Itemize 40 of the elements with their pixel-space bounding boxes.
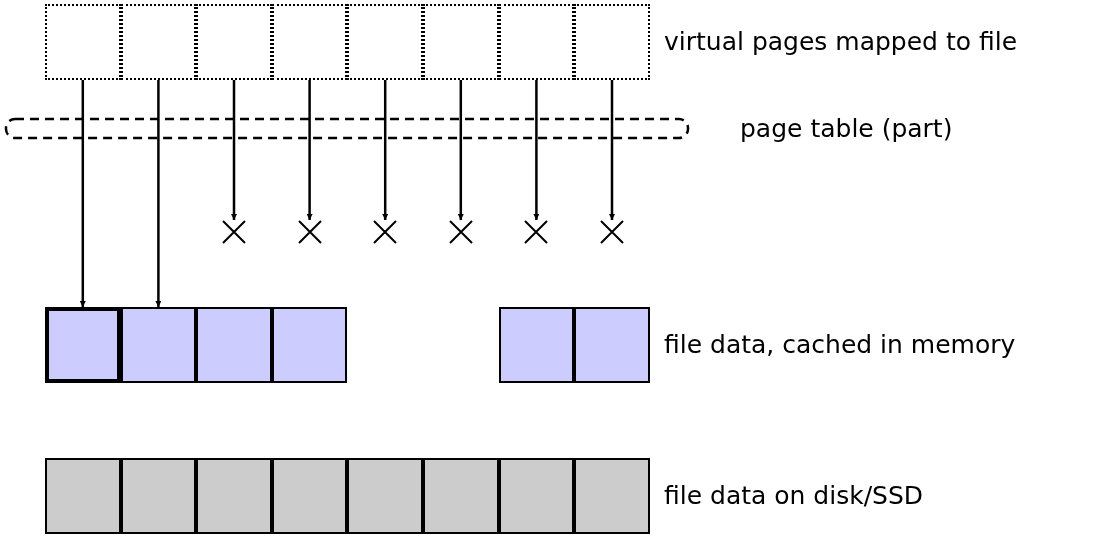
arrow: [609, 80, 615, 220]
cached-page-box: [498, 307, 575, 383]
cross-mark-icon: [373, 220, 398, 244]
virtual-page-box: [45, 4, 121, 80]
arrow: [231, 80, 237, 220]
arrow: [155, 80, 162, 307]
disk-block-box: [196, 458, 272, 534]
virtual-page-box: [120, 4, 197, 80]
arrow: [79, 80, 86, 307]
row-label: file data on disk/SSD: [664, 481, 924, 511]
disk-block-box: [347, 458, 423, 534]
row-label: virtual pages mapped to file: [664, 27, 1017, 57]
arrow: [533, 80, 540, 220]
virtual-page-box: [574, 4, 650, 80]
cross-mark-icon: [448, 220, 473, 244]
cached-page-box: [271, 307, 348, 383]
arrow: [382, 80, 389, 220]
virtual-page-box: [347, 4, 423, 80]
row-label: page table (part): [740, 114, 953, 144]
arrow: [457, 80, 464, 220]
cross-mark-icon: [297, 220, 322, 244]
cross-mark-icon: [222, 220, 246, 244]
disk-block-box: [574, 458, 650, 534]
disk-block-box: [498, 458, 575, 534]
cached-page-box: [196, 307, 272, 383]
disk-block-box: [45, 458, 121, 534]
arrow: [306, 80, 313, 220]
disk-block-box: [271, 458, 348, 534]
cross-mark-icon: [524, 220, 549, 244]
cached-page-box: [120, 307, 197, 383]
disk-block-box: [423, 458, 499, 534]
virtual-page-box: [271, 4, 348, 80]
cross-mark-icon: [600, 220, 624, 244]
virtual-page-box: [498, 4, 575, 80]
cached-page-box: [574, 307, 650, 383]
virtual-page-box: [196, 4, 272, 80]
row-label: file data, cached in memory: [664, 330, 1016, 360]
disk-block-box: [120, 458, 197, 534]
virtual-page-box: [423, 4, 499, 80]
cached-page-box: [45, 307, 121, 383]
